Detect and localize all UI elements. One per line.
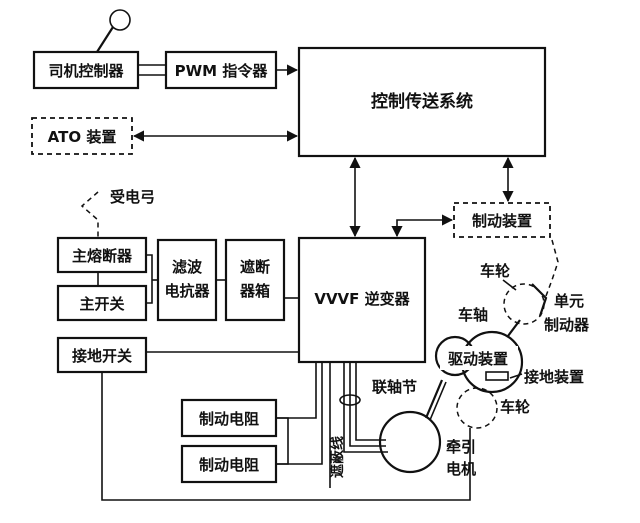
drive-device-label: 驱动装置	[448, 350, 508, 368]
grounding-device-label: 接地装置	[524, 368, 584, 386]
ground-return-line	[101, 372, 471, 501]
pwm-command-label: PWM 指令器	[175, 62, 269, 80]
unit-brake: 单元 制动器	[531, 239, 590, 334]
motor-feed-3	[355, 362, 386, 441]
main-fuse-box: 主熔断器	[56, 236, 148, 274]
main-switch-box: 主开关	[56, 284, 148, 322]
grounding-device: 接地装置	[509, 368, 584, 386]
motor-label-1: 牵引	[446, 438, 476, 456]
driver-controller-label: 司机控制器	[48, 62, 124, 80]
ground-switch-label: 接地开关	[72, 347, 132, 365]
breaker-label-2: 器箱	[239, 282, 270, 300]
link-fuse-filter	[146, 254, 153, 304]
motor-feed-2	[349, 362, 386, 447]
control-system-label: 控制传送系统	[371, 91, 473, 112]
unit-brake-label-2: 制动器	[544, 316, 590, 334]
unit-brake-label-1: 单元	[554, 292, 584, 310]
wheel-top: 车轮	[480, 262, 545, 325]
wheel-top-label: 车轮	[480, 262, 510, 280]
ground-switch-box: 接地开关	[56, 336, 148, 374]
ato-device-label: ATO 装置	[48, 128, 117, 146]
drive-device: 驱动装置	[434, 330, 524, 394]
controller-lever	[96, 9, 131, 53]
brake-resistor-2-box: 制动电阻	[180, 444, 278, 484]
control-system-box: 控制传送系统	[297, 46, 547, 158]
vvvf-inverter-box: VVVF 逆变器	[297, 236, 427, 364]
link-resistors	[276, 417, 289, 465]
ato-device-box: ATO 装置	[31, 117, 133, 155]
motor-label-2: 电机	[446, 460, 476, 478]
coupling: 联轴节	[372, 378, 447, 421]
wheel-bottom-label: 车轮	[500, 398, 530, 416]
coupling-label: 联轴节	[372, 378, 417, 396]
axle: 车轴	[458, 306, 521, 337]
shield-ring	[339, 394, 361, 406]
filter-reactor-label-1: 滤波	[172, 258, 203, 276]
pantograph: 受电弓	[80, 188, 155, 238]
main-switch-label: 主开关	[79, 295, 124, 313]
wheel-bottom: 车轮	[456, 387, 530, 474]
axle-label: 车轴	[458, 306, 488, 324]
brake-resistor-2-label: 制动电阻	[199, 456, 259, 474]
brake-device-box: 制动装置	[453, 202, 551, 238]
shield-wire-label: 遮蔽线	[329, 436, 346, 478]
arrow-brake-vvvf	[391, 214, 454, 238]
traction-motor: 牵引 电机	[378, 410, 476, 478]
main-fuse-label: 主熔断器	[72, 247, 133, 265]
filter-reactor-box: 滤波 电抗器	[156, 238, 218, 322]
pantograph-label: 受电弓	[110, 188, 155, 206]
breaker-box: 遮断 器箱	[224, 238, 286, 322]
breaker-label-1: 遮断	[240, 258, 270, 276]
pwm-command-box: PWM 指令器	[164, 50, 278, 90]
filter-reactor-label-2: 电抗器	[164, 282, 210, 300]
brake-device-label: 制动装置	[472, 212, 532, 230]
brake-resistor-1-label: 制动电阻	[199, 410, 259, 428]
brake-resistor-1-box: 制动电阻	[180, 398, 278, 438]
motor-feed-1	[343, 362, 388, 453]
driver-controller-box: 司机控制器	[32, 50, 140, 90]
vvvf-inverter-label: VVVF 逆变器	[314, 290, 410, 308]
